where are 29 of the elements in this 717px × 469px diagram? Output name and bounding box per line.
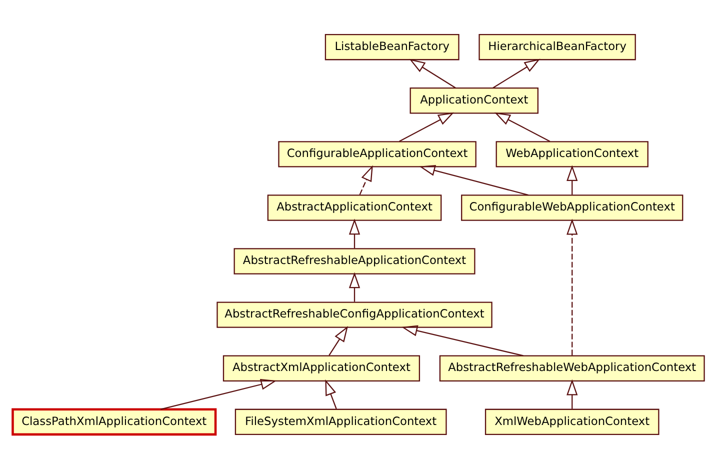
arrow <box>348 218 360 248</box>
arrow <box>566 218 578 356</box>
arrow <box>492 58 540 88</box>
arrow <box>494 112 550 142</box>
node-box: ConfigurableWebApplicationContext <box>461 194 684 221</box>
arrow <box>399 112 454 142</box>
node-box: AbstractRefreshableApplicationContext <box>234 248 476 274</box>
arrow <box>325 379 337 410</box>
arrow <box>160 378 277 410</box>
node-box: FileSystemXmlApplicationContext <box>234 408 447 436</box>
node-box: AbstractApplicationContext <box>267 194 442 221</box>
node-box: AbstractXmlApplicationContext <box>222 355 420 382</box>
arrow <box>419 165 529 196</box>
arrow <box>348 272 360 302</box>
arrow <box>402 325 524 356</box>
node-box: ApplicationContext <box>410 88 538 114</box>
node-box: AbstractRefreshableConfigApplicationContext <box>216 302 492 328</box>
node-box: HierarchicalBeanFactory <box>478 34 636 60</box>
arrow <box>566 379 578 409</box>
arrow <box>409 58 456 88</box>
node-box: ConfigurableApplicationContext <box>278 141 476 168</box>
node-box: AbstractRefreshableWebApplicationContext <box>439 355 705 382</box>
node-box: ClassPathXmlApplicationContext <box>12 408 217 436</box>
node-box: WebApplicationContext <box>496 141 648 168</box>
node-box: XmlWebApplicationContext <box>484 408 660 436</box>
arrow <box>359 165 373 195</box>
arrow <box>328 326 348 356</box>
node-box: ListableBeanFactory <box>324 34 460 60</box>
arrow <box>566 165 578 195</box>
